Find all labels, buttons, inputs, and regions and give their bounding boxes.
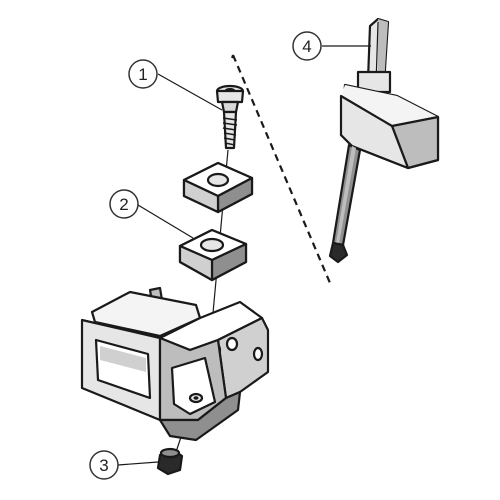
set-screw-part (156, 447, 184, 476)
callout-4-label: 4 (302, 37, 311, 56)
callout-2: 2 (109, 189, 139, 219)
dashed-engagement-line-short (231, 54, 234, 59)
callout-3: 3 (89, 450, 119, 480)
cutting-insert-part (182, 161, 254, 214)
insert-screw-part (215, 84, 245, 150)
shim-part (178, 228, 248, 282)
torx-key-part (328, 17, 440, 264)
leader-line-3 (117, 461, 159, 466)
callout-1-label: 1 (138, 65, 147, 84)
callout-3-label: 3 (99, 456, 108, 475)
dashed-engagement-line (231, 54, 332, 284)
cartridge-body-part (80, 286, 270, 442)
callout-2-label: 2 (119, 195, 128, 214)
callout-1: 1 (128, 59, 158, 89)
callout-4: 4 (292, 31, 322, 61)
leader-line-1 (157, 73, 223, 111)
leader-line-2 (137, 204, 194, 239)
